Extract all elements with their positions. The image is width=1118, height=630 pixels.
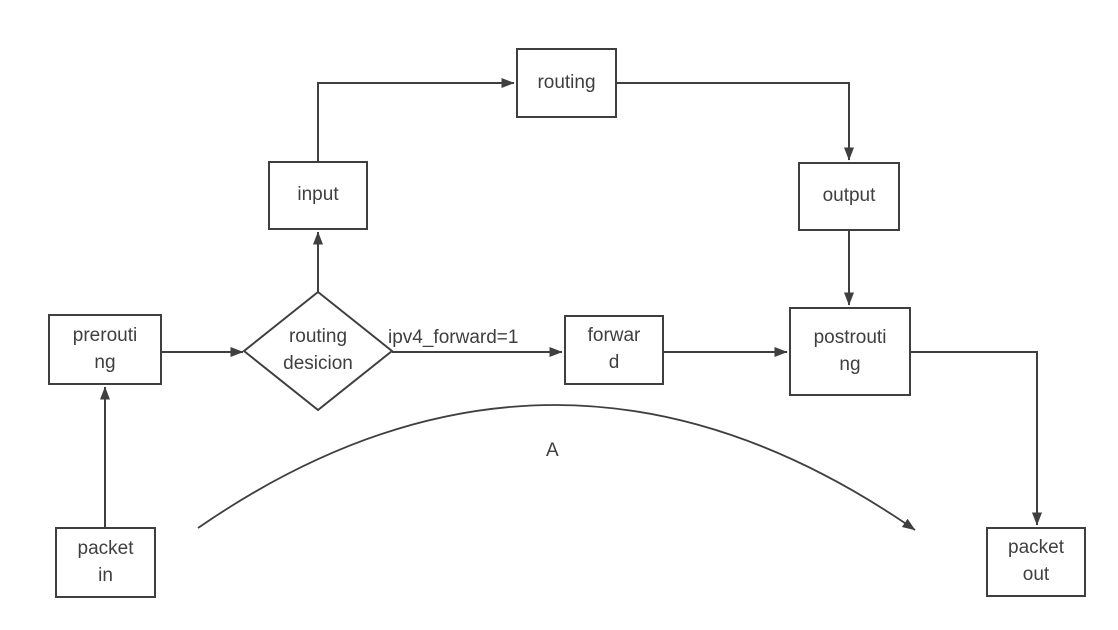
node-postrouting-label: postrouti ng [813, 326, 887, 375]
node-routing: routing [516, 48, 617, 118]
node-packet-in: packet in [55, 527, 156, 598]
node-forward: forwar d [564, 315, 664, 385]
edge-bypass-curve-a [197, 404, 916, 531]
edge-label-ipv4-forward: ipv4_forward=1 [388, 327, 519, 348]
node-routing-label: routing [537, 71, 596, 93]
node-routing-decision-label: routing desicion [283, 326, 353, 374]
node-prerouting-label: prerouti ng [72, 324, 138, 373]
routing-decision-diamond [242, 290, 394, 412]
node-postrouting: postrouti ng [789, 307, 911, 396]
node-packet-out: packet out [986, 527, 1086, 597]
edge-postrouting-to-packet-out [911, 351, 1042, 526]
node-input-label: input [297, 184, 339, 206]
node-prerouting: prerouti ng [48, 314, 162, 385]
edge-input-to-routing [317, 78, 515, 161]
curve-label-a: A [546, 440, 559, 461]
node-forward-label: forwar d [587, 325, 641, 373]
node-output-label: output [822, 185, 876, 207]
node-packet-out-label: packet out [1008, 537, 1064, 585]
node-output: output [798, 162, 900, 231]
edge-routing-to-output [617, 82, 854, 161]
node-input: input [268, 161, 368, 230]
node-packet-in-label: packet in [77, 537, 134, 586]
